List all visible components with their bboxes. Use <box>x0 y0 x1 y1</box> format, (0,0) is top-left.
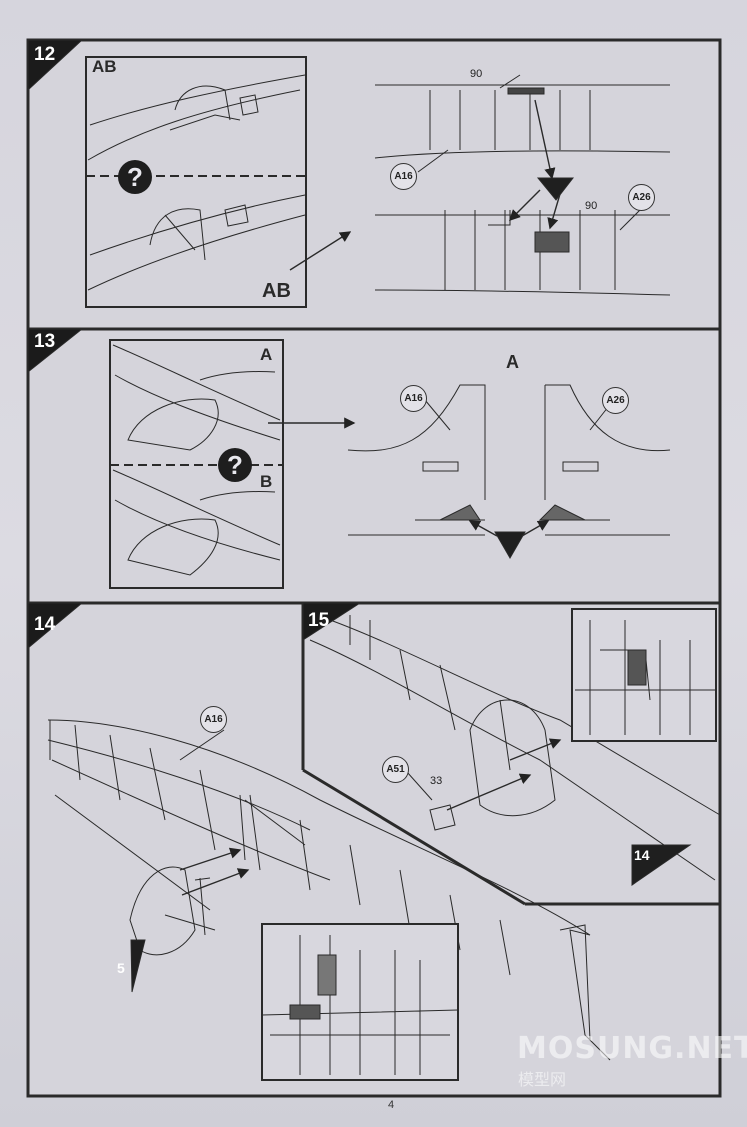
watermark-cjk: 模型网 <box>518 1070 567 1089</box>
part-number-33: 33 <box>430 775 443 787</box>
callout-a16-step13: A16 <box>400 385 427 412</box>
step-12-number: 12 <box>34 44 56 65</box>
view-label-a-tail: A <box>506 352 519 372</box>
part-number-90-bottom: 90 <box>585 200 598 212</box>
reference-step-14: 14 <box>634 847 650 863</box>
page-number: 4 <box>388 1099 395 1111</box>
watermark-latin: MOSUNG.NET <box>517 1031 747 1066</box>
view-label-ab-bottom: AB <box>262 280 291 302</box>
question-mark-icon: ? <box>118 160 152 194</box>
view-label-ab-top: AB <box>92 57 117 76</box>
step-13-number: 13 <box>34 331 56 352</box>
callout-a16-step14: A16 <box>200 706 227 733</box>
callout-a26-step13: A26 <box>602 387 629 414</box>
question-mark-icon: ? <box>218 448 252 482</box>
step-14-number: 14 <box>34 614 56 635</box>
callout-a26-step12: A26 <box>628 184 655 211</box>
part-number-90-top: 90 <box>470 68 483 80</box>
view-label-a-inset: A <box>260 345 273 364</box>
callout-a16-step12: A16 <box>390 163 417 190</box>
step-15-number: 15 <box>308 610 330 631</box>
view-label-b-inset: B <box>260 472 273 491</box>
callout-a51: A51 <box>382 756 409 783</box>
reference-step-5: 5 <box>117 960 125 976</box>
